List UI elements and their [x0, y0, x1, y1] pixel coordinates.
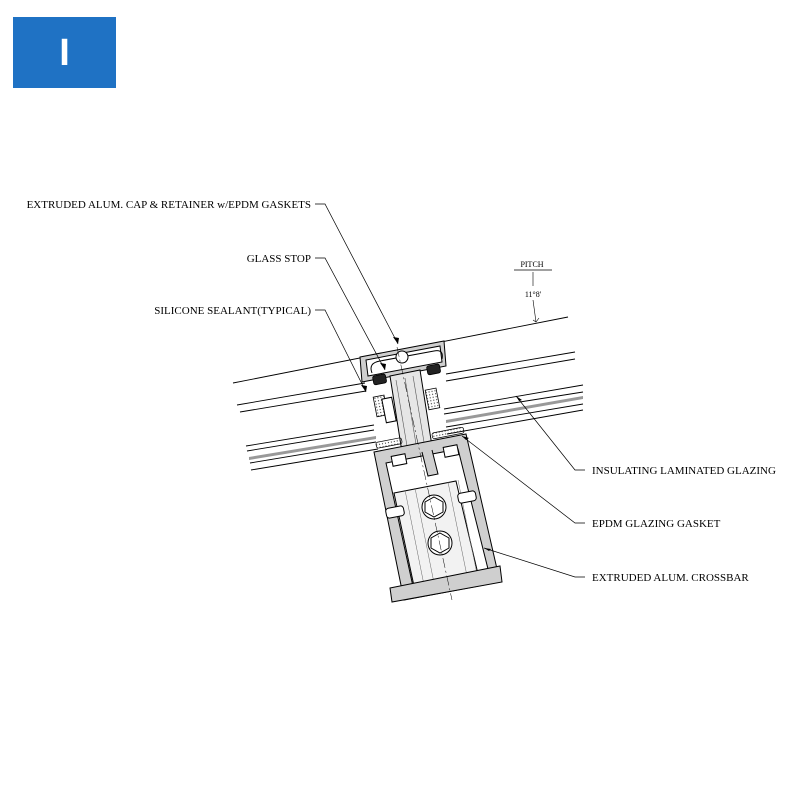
label-epdm-gasket: EPDM GLAZING GASKET: [592, 518, 721, 530]
pitch-indicator: PITCH 11°8': [514, 260, 552, 323]
laminate-interlayer: [446, 396, 583, 423]
label-insulating-glazing: INSULATING LAMINATED GLAZING: [592, 465, 776, 477]
laminate-interlayer-left: [249, 436, 376, 460]
leader-arrows: [361, 337, 522, 551]
epdm-cap-gaskets: [372, 363, 441, 386]
label-cap-retainer: EXTRUDED ALUM. CAP & RETAINER w/EPDM GAS…: [27, 199, 311, 211]
section-letter: I: [59, 31, 70, 74]
glass-stop: [381, 369, 433, 453]
leaders: [315, 203, 585, 578]
label-silicone-sealant: SILICONE SEALANT(TYPICAL): [154, 305, 311, 317]
pitch-label: PITCH: [520, 260, 543, 269]
pitch-value: 11°8': [525, 290, 542, 299]
label-glass-stop: GLASS STOP: [247, 253, 311, 265]
section-badge: I: [13, 17, 116, 88]
crossbar: [373, 433, 503, 603]
centerline: [396, 346, 453, 601]
epdm-glazing-gaskets: [375, 426, 465, 449]
label-crossbar: EXTRUDED ALUM. CROSSBAR: [592, 572, 749, 584]
